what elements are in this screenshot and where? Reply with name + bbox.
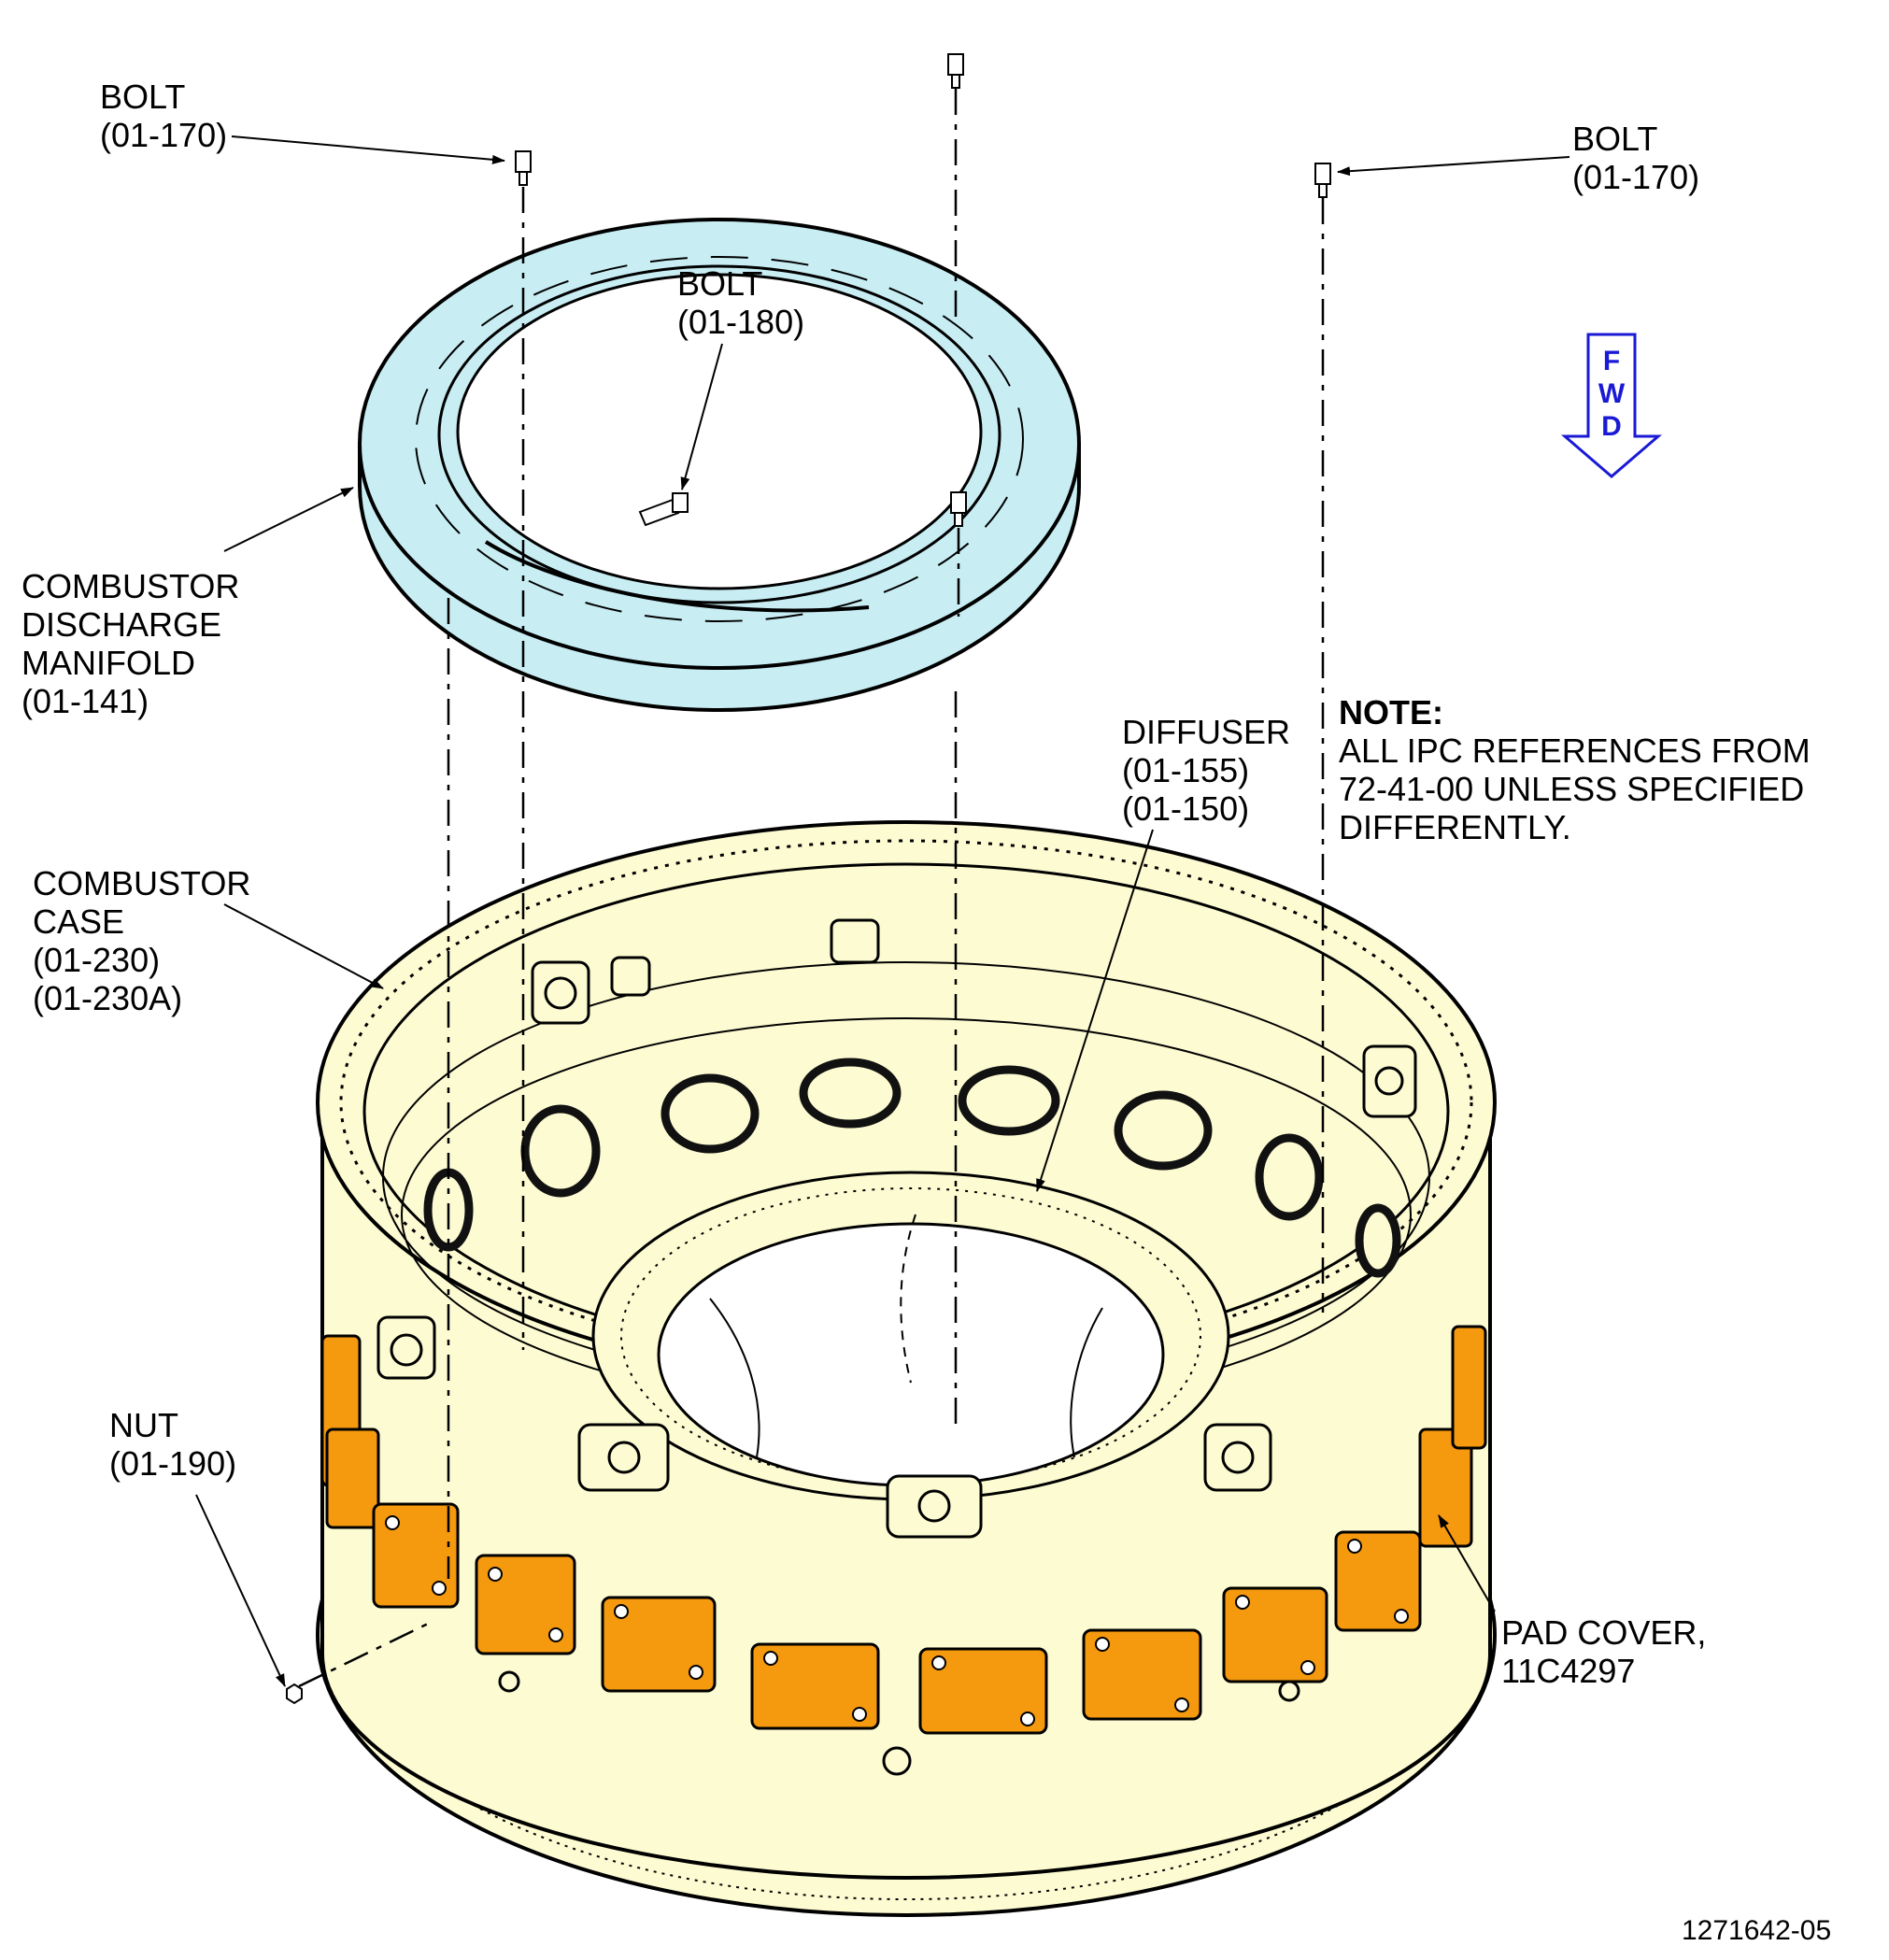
- label-nut-ref: (01-190): [109, 1444, 237, 1483]
- fwd-letter-d: D: [1601, 411, 1622, 442]
- label-pad-cover-line2: 11C4297: [1501, 1652, 1636, 1690]
- label-pad-cover-line1: PAD COVER,: [1501, 1613, 1707, 1652]
- label-manifold-line3: MANIFOLD: [21, 644, 196, 682]
- label-diffuser-name: DIFFUSER: [1122, 713, 1290, 751]
- nut-flange: [286, 1683, 303, 1705]
- combustor-case: [316, 820, 1497, 1917]
- note-line2: 72-41-00 UNLESS SPECIFIED: [1339, 770, 1805, 808]
- label-nut-name: NUT: [109, 1406, 178, 1444]
- note-line1: ALL IPC REFERENCES FROM: [1339, 731, 1811, 770]
- label-case-line2: CASE: [33, 902, 125, 941]
- bolt-center: [950, 491, 967, 514]
- pad-covers: [320, 1325, 1487, 1735]
- label-nut: NUT (01-190): [109, 1406, 236, 1483]
- label-bolt-top-left-name: BOLT: [100, 78, 186, 116]
- label-combustor-case: COMBUSTOR CASE (01-230) (01-230A): [33, 864, 250, 1017]
- label-manifold-ref: (01-141): [21, 682, 149, 720]
- label-bolt-inner: BOLT (01-180): [677, 264, 804, 341]
- figure-number: 1271642-05: [1682, 1915, 1832, 1946]
- label-diffuser-ref1: (01-155): [1122, 751, 1250, 789]
- bolts: [286, 53, 1331, 1705]
- label-pad-cover: PAD COVER, 11C4297: [1501, 1613, 1706, 1690]
- label-manifold-line1: COMBUSTOR: [21, 567, 240, 605]
- label-manifold-line2: DISCHARGE: [21, 605, 222, 644]
- label-diffuser: DIFFUSER (01-155) (01-150): [1122, 713, 1290, 828]
- bolt-top-right: [1314, 163, 1331, 185]
- note-block: NOTE: ALL IPC REFERENCES FROM 72-41-00 U…: [1339, 693, 1811, 846]
- label-bolt-inner-name: BOLT: [677, 264, 763, 303]
- case-bosses: [376, 918, 1417, 1776]
- label-bolt-top-right-ref: (01-170): [1572, 158, 1700, 196]
- label-bolt-inner-ref: (01-180): [677, 303, 805, 341]
- label-case-ref1: (01-230): [33, 941, 161, 979]
- label-bolt-top-left: BOLT (01-170): [100, 78, 227, 154]
- leader-lines: [195, 135, 1570, 1687]
- pad-cover-nuts: [385, 1515, 1409, 1726]
- fwd-letter-f: F: [1602, 346, 1621, 376]
- fwd-letter-w: W: [1598, 378, 1626, 409]
- label-diffuser-ref2: (01-150): [1122, 789, 1250, 828]
- bolt-top-left: [515, 150, 532, 173]
- label-case-ref2: (01-230A): [33, 979, 183, 1017]
- diffuser-openings: [423, 1058, 1401, 1278]
- label-manifold: COMBUSTOR DISCHARGE MANIFOLD (01-141): [21, 567, 239, 720]
- label-bolt-top-right-name: BOLT: [1572, 120, 1658, 158]
- note-title: NOTE:: [1339, 693, 1443, 731]
- fwd-arrow-icon: [1560, 333, 1663, 478]
- combustor-discharge-manifold: [358, 218, 1081, 712]
- label-bolt-top-left-ref: (01-170): [100, 116, 228, 154]
- label-bolt-top-right: BOLT (01-170): [1572, 120, 1699, 196]
- note-line3: DIFFERENTLY.: [1339, 808, 1571, 846]
- label-case-line1: COMBUSTOR: [33, 864, 251, 902]
- assembly-centerlines: [298, 89, 1325, 1688]
- bolt-top-center: [947, 53, 964, 76]
